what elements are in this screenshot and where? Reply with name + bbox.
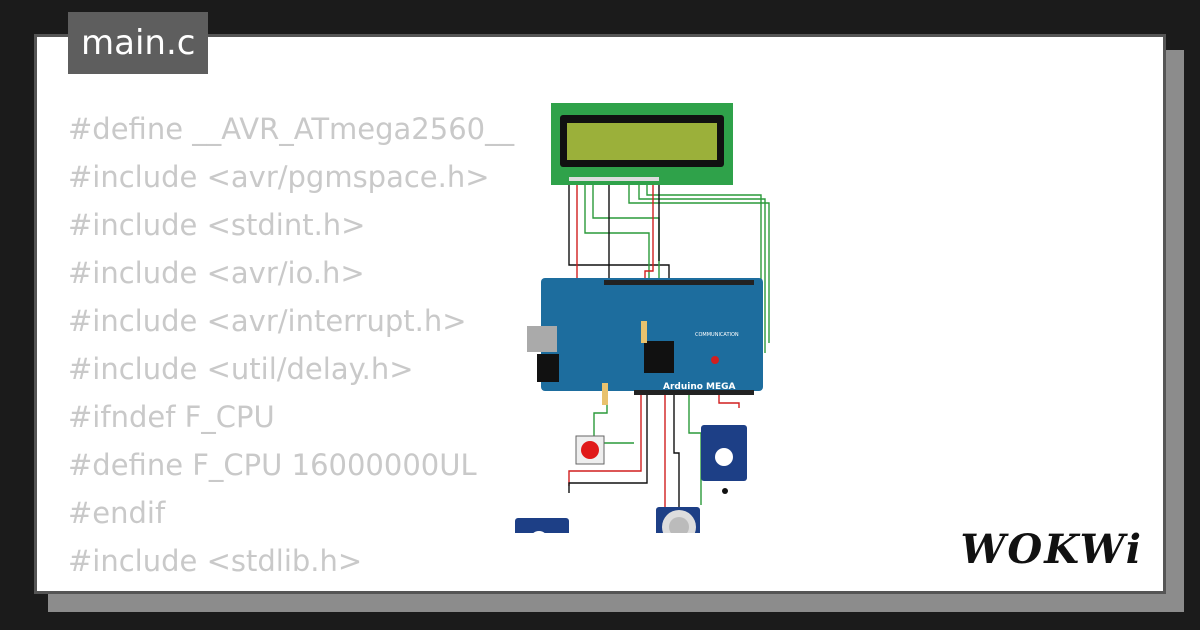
preview-card: #define __AVR_ATmega2560__ #include <avr… [34, 34, 1166, 594]
potentiometer [656, 507, 700, 533]
code-line: #define F_CPU 16000000UL [68, 448, 477, 482]
wokwi-logo[interactable]: WOKWi [960, 526, 1143, 573]
wire-black [568, 389, 648, 493]
wire-red [568, 389, 642, 486]
arduino-mega: Arduino MEGA COMMUNICATION [527, 278, 763, 395]
wire-red [644, 185, 654, 278]
lcd-module [551, 103, 733, 185]
sensor-module-left [515, 518, 569, 533]
circuit-diagram: Arduino MEGA COMMUNICATION [515, 103, 770, 533]
code-line: #include <stdlib.h> [68, 544, 363, 578]
file-tab[interactable]: main.c [68, 12, 209, 74]
sensor-module-right [701, 425, 747, 494]
wire-green [584, 185, 650, 278]
code-line: #include <util/delay.h> [68, 352, 414, 386]
code-line: #include <stdint.h> [68, 208, 366, 242]
code-line: #endif [68, 496, 166, 530]
pushbutton [575, 435, 605, 465]
code-line: #define __AVR_ATmega2560__ [68, 112, 515, 146]
wire-green [688, 389, 702, 505]
code-line: #ifndef F_CPU [68, 400, 275, 434]
wire-red [718, 389, 740, 408]
code-listing: #define __AVR_ATmega2560__ #include <avr… [68, 105, 515, 591]
resistor [602, 383, 608, 405]
board-label: Arduino MEGA [663, 382, 736, 392]
code-line: #include "uart.h" [68, 585, 514, 591]
wire-black [568, 185, 670, 278]
wire-green [638, 185, 766, 353]
code-line: #include <avr/io.h> [68, 256, 365, 290]
code-line: #include <avr/pgmspace.h> [68, 160, 490, 194]
code-line: #include <avr/interrupt.h> [68, 304, 467, 338]
wire-black [673, 389, 680, 511]
wire-green [628, 185, 770, 343]
resistor [641, 321, 647, 343]
comm-label: COMMUNICATION [695, 332, 739, 338]
